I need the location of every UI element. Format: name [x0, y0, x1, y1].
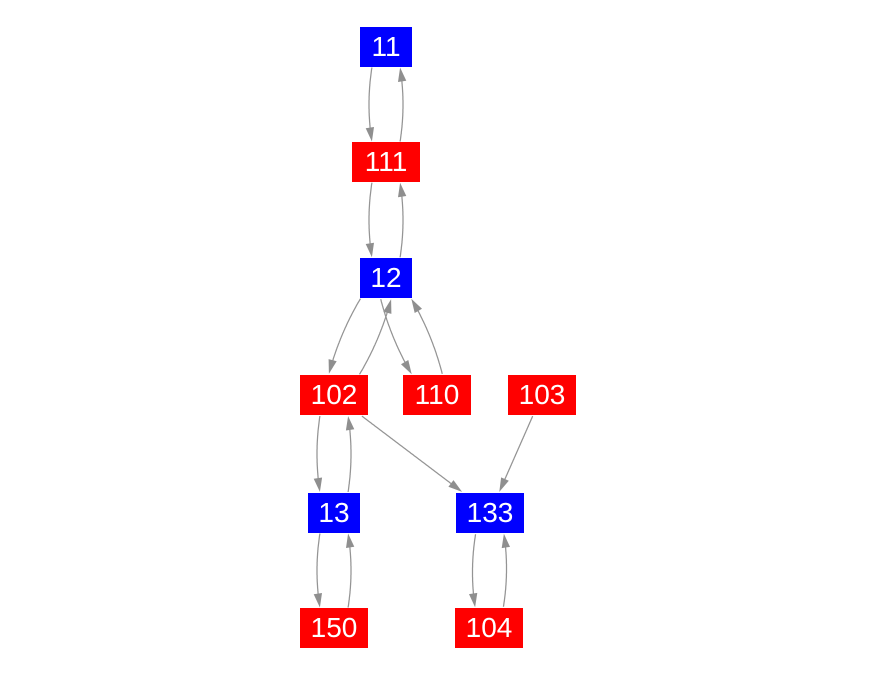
graph-node-104: 104 — [455, 608, 523, 648]
node-label: 12 — [370, 262, 402, 293]
graph-node-111: 111 — [352, 142, 420, 182]
node-label: 11 — [371, 31, 401, 62]
edge-12-102 — [331, 298, 362, 363]
graph-node-110: 110 — [403, 375, 471, 415]
node-label: 150 — [310, 612, 358, 643]
graph-node-150: 150 — [300, 608, 368, 648]
edge-110-12 — [417, 309, 443, 374]
graph-node-13: 13 — [308, 493, 360, 533]
edge-150-13 — [347, 545, 352, 608]
node-label: 110 — [414, 379, 460, 410]
graph-node-11: 11 — [360, 27, 412, 67]
edge-arrowhead-11-111 — [365, 127, 374, 142]
edge-arrowhead-111-12 — [365, 242, 374, 258]
edge-arrowhead-133-104 — [469, 592, 478, 608]
graph-node-103: 103 — [508, 375, 576, 415]
edge-arrowhead-103-133 — [499, 477, 509, 492]
edge-102-12 — [358, 310, 389, 375]
edge-12-110 — [380, 299, 406, 364]
node-label: 111 — [364, 146, 408, 177]
edge-arrowhead-12-102 — [328, 359, 337, 374]
edge-103-133 — [503, 415, 534, 481]
edge-arrowhead-110-12 — [411, 298, 422, 313]
edge-arrowhead-102-133 — [448, 480, 463, 492]
graph-node-133: 133 — [456, 493, 524, 533]
edge-102-133 — [361, 415, 453, 485]
edge-arrowhead-12-110 — [401, 360, 412, 375]
edge-111-11 — [399, 79, 404, 142]
edge-12-111 — [399, 195, 404, 258]
edge-arrowhead-150-13 — [346, 533, 355, 548]
edge-13-102 — [347, 428, 352, 492]
node-label: 103 — [518, 379, 566, 410]
edge-arrowhead-104-133 — [501, 533, 510, 549]
edge-104-133 — [502, 545, 508, 607]
graph-node-102: 102 — [300, 375, 368, 415]
edge-arrowhead-102-12 — [383, 299, 392, 314]
node-label: 104 — [465, 612, 513, 643]
edge-arrowhead-13-102 — [345, 416, 355, 431]
graph-node-12: 12 — [360, 258, 412, 298]
edge-11-111 — [368, 67, 373, 130]
edge-arrowhead-102-13 — [313, 477, 323, 492]
edge-133-104 — [471, 534, 477, 596]
edge-arrowhead-12-111 — [398, 182, 407, 198]
edge-arrowhead-111-11 — [398, 67, 407, 82]
edge-111-12 — [368, 182, 373, 245]
edge-102-13 — [316, 416, 321, 480]
node-label: 102 — [310, 379, 358, 410]
edge-13-150 — [316, 533, 321, 596]
node-label: 13 — [318, 497, 350, 528]
node-label: 133 — [466, 497, 514, 528]
edge-arrowhead-13-150 — [313, 593, 322, 608]
